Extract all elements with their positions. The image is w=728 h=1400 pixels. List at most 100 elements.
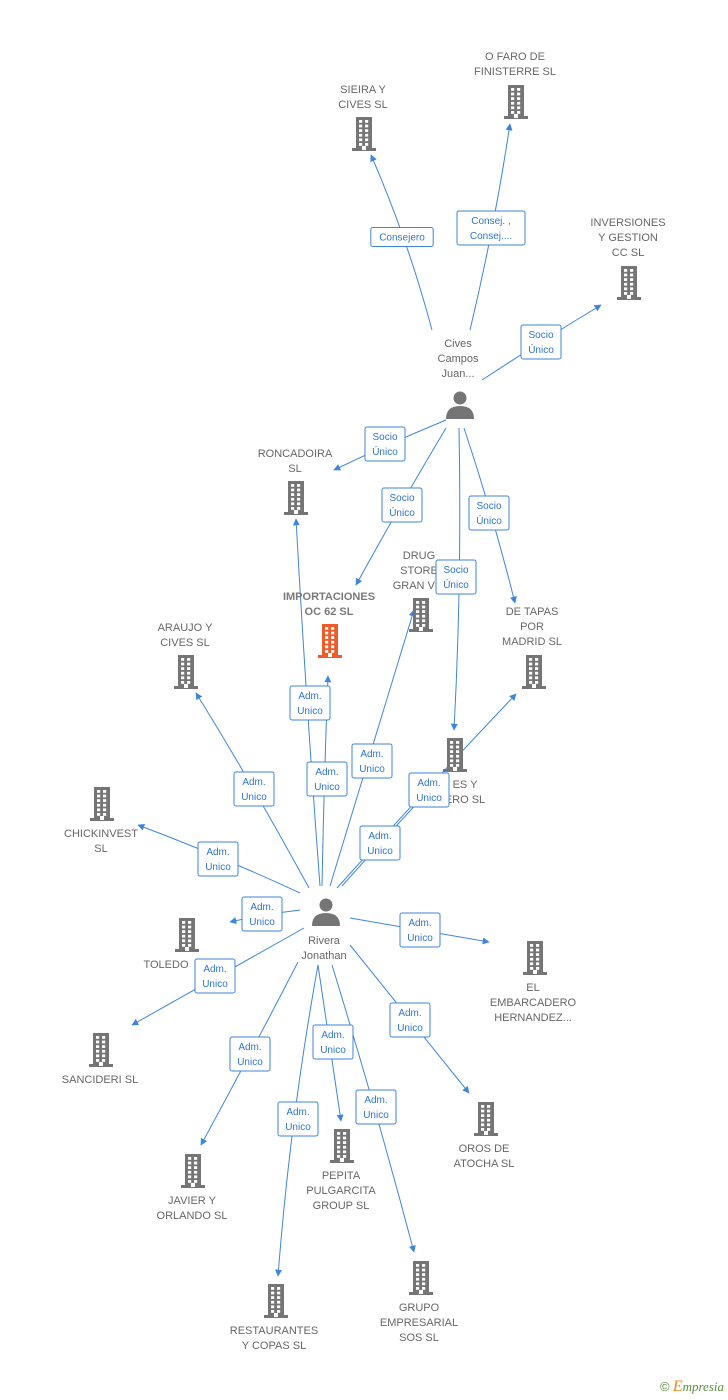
- edge-label-box: [456, 210, 526, 246]
- node-label: MADRID SL: [502, 636, 562, 648]
- edge-label-text: Adm.: [417, 778, 440, 789]
- edge-label[interactable]: Adm.Unico: [389, 1002, 431, 1038]
- node-label: Juan...: [441, 368, 474, 380]
- edge-label-box: [277, 1101, 319, 1137]
- edge-label[interactable]: Adm.Unico: [399, 912, 441, 948]
- edge-label-box: [241, 896, 283, 932]
- node-label: HERNANDEZ...: [494, 1012, 572, 1024]
- edge-label-text: Unico: [363, 1110, 389, 1121]
- focus-building-icon: [318, 624, 342, 658]
- node-label: ATOCHA SL: [454, 1158, 515, 1170]
- node-sancideri[interactable]: SANCIDERI SL: [62, 1033, 138, 1086]
- building-icon: [181, 1154, 205, 1188]
- node-label: OROS DE: [459, 1143, 510, 1155]
- node-label: GRUPO: [399, 1302, 440, 1314]
- edge-label-text: Adm.: [242, 777, 265, 788]
- node-label: O FARO DE: [485, 51, 545, 63]
- edge-label[interactable]: Adm.Unico: [197, 841, 239, 877]
- node-label: Campos: [438, 353, 479, 365]
- node-label: TOLEDO: [143, 959, 188, 971]
- node-label: SL: [94, 843, 107, 855]
- edge-label-text: Unico: [285, 1122, 311, 1133]
- edge-label-text: Socio: [372, 432, 397, 443]
- edge-label-text: Unico: [314, 782, 340, 793]
- edge-label-text: Unico: [407, 933, 433, 944]
- edge-label[interactable]: Adm.Unico: [355, 1089, 397, 1125]
- edge-label-box: [306, 761, 348, 797]
- node-cives[interactable]: CivesCamposJuan...: [438, 338, 479, 419]
- node-label: Rivera: [308, 935, 341, 947]
- node-label: SL: [288, 463, 301, 475]
- node-label: CIVES SL: [338, 99, 388, 111]
- node-label: IMPORTACIONES: [283, 591, 375, 603]
- edge-label[interactable]: Adm.Unico: [241, 896, 283, 932]
- edge-label-text: Unico: [320, 1045, 346, 1056]
- node-label: ARAUJO Y: [158, 622, 213, 634]
- edge-label-text: Socio: [476, 501, 501, 512]
- edge-label[interactable]: Consej. ,Consej....: [456, 210, 526, 246]
- edge-label[interactable]: Adm.Unico: [312, 1024, 354, 1060]
- node-label: POR: [520, 621, 544, 633]
- building-icon: [89, 1033, 113, 1067]
- person-icon: [446, 391, 474, 419]
- building-icon: [443, 738, 467, 772]
- node-label: Jonathan: [301, 950, 346, 962]
- node-toledo[interactable]: TOLEDO: [143, 918, 199, 971]
- edge-label[interactable]: Consejero: [370, 227, 434, 247]
- building-icon: [617, 266, 641, 300]
- edge-label[interactable]: Adm.Unico: [229, 1036, 271, 1072]
- node-label: DRUG: [403, 550, 435, 562]
- edge-label-text: Socio: [528, 330, 553, 341]
- edge-label-text: Unico: [359, 764, 385, 775]
- edge-label[interactable]: Adm.Unico: [306, 761, 348, 797]
- node-label: CC SL: [612, 247, 644, 259]
- edge-label[interactable]: Adm.Unico: [359, 825, 401, 861]
- edge-label-box: [468, 495, 510, 531]
- edge-label[interactable]: Adm.Unico: [233, 771, 275, 807]
- node-embarcadero[interactable]: ELEMBARCADEROHERNANDEZ...: [490, 941, 577, 1024]
- building-icon: [175, 918, 199, 952]
- edge-label-text: Único: [528, 343, 554, 356]
- node-label: RONCADOIRA: [258, 448, 333, 460]
- edge-label-text: Socio: [443, 565, 468, 576]
- edge-label-box: [233, 771, 275, 807]
- edge-label-box: [435, 559, 477, 595]
- edge-label[interactable]: Adm.Unico: [289, 685, 331, 721]
- edge-label-box: [312, 1024, 354, 1060]
- edge-label[interactable]: Adm.Unico: [277, 1101, 319, 1137]
- edge-label[interactable]: Adm. Unico: [351, 743, 393, 779]
- edge-label[interactable]: Adm.Unico: [408, 772, 450, 808]
- node-label: EMBARCADERO: [490, 997, 577, 1009]
- edge-label-text: Adm.: [360, 749, 383, 760]
- edge-label-box: [194, 958, 236, 994]
- node-label: SOS SL: [399, 1332, 439, 1344]
- building-icon: [284, 481, 308, 515]
- edge-label-box: [520, 324, 562, 360]
- person-icon: [312, 898, 340, 926]
- node-label: SANCIDERI SL: [62, 1074, 138, 1086]
- node-oros[interactable]: OROS DE ATOCHA SL: [454, 1102, 515, 1170]
- edge-label-text: Único: [443, 578, 469, 591]
- node-roncadoira[interactable]: RONCADOIRA SL: [258, 448, 333, 515]
- edge-label[interactable]: Adm.Unico: [194, 958, 236, 994]
